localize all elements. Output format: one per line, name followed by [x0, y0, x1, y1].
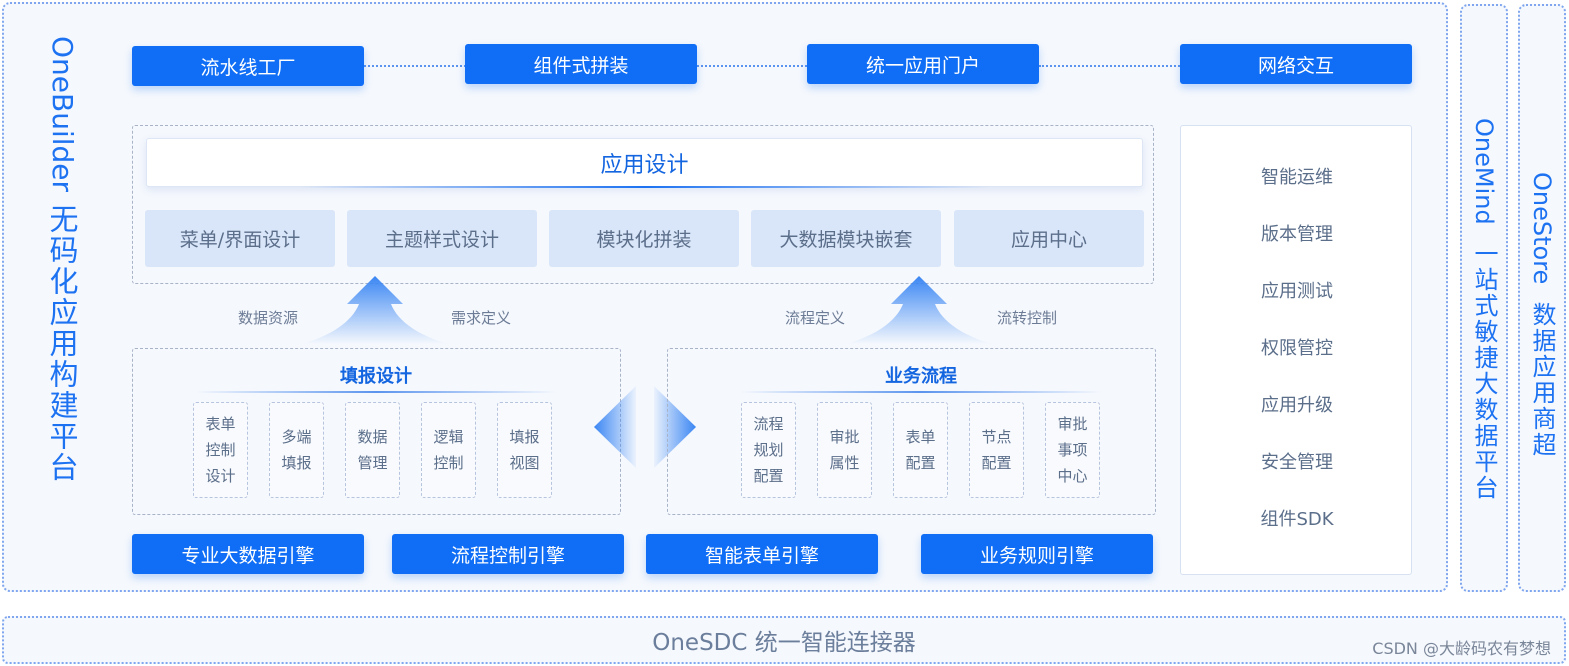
fill-design-underline: [196, 391, 556, 393]
module-app-center: 应用中心: [954, 210, 1144, 267]
onestore-panel: [1518, 4, 1566, 592]
onebuilder-title: OneBuilder 无码化应用构建平台: [40, 36, 84, 483]
top-connector-1: [364, 65, 466, 67]
side-item-permissions: 权限管控: [1261, 338, 1333, 359]
top-button-pipeline[interactable]: 流水线工厂: [132, 46, 364, 86]
flow-card-approval-center: 审批 事项 中心: [1045, 402, 1100, 498]
fill-card-logic-control: 逻辑 控制: [421, 402, 476, 498]
onemind-title: OneMind 一站式敏捷大数据平台: [1464, 118, 1504, 501]
engine-business-rules[interactable]: 业务规则引擎: [921, 534, 1153, 574]
engine-bigdata[interactable]: 专业大数据引擎: [132, 534, 364, 574]
side-item-security: 安全管理: [1261, 452, 1333, 473]
side-item-sdk: 组件SDK: [1260, 509, 1334, 530]
top-button-component[interactable]: 组件式拼装: [465, 44, 697, 84]
flow-card-approval-attr: 审批 属性: [817, 402, 872, 498]
csdn-watermark: CSDN @大龄码农有梦想: [1372, 639, 1551, 658]
side-item-upgrade: 应用升级: [1261, 395, 1333, 416]
app-design-underline: [300, 186, 990, 188]
side-feature-list: 智能运维 版本管理 应用测试 权限管控 应用升级 安全管理 组件SDK: [1180, 125, 1412, 575]
fill-design-title: 填报设计: [340, 366, 412, 387]
fill-card-view: 填报 视图: [497, 402, 552, 498]
side-item-version: 版本管理: [1261, 224, 1333, 245]
up-arrow-left: [302, 276, 448, 344]
module-theme: 主题样式设计: [347, 210, 537, 267]
onestore-latin: OneStore: [1528, 172, 1556, 285]
up-arrow-right: [846, 276, 992, 344]
onemind-cjk: 一站式敏捷大数据平台: [1470, 240, 1498, 501]
onebuilder-cjk: 无码化应用构建平台: [45, 204, 79, 484]
label-requirements: 需求定义: [451, 309, 512, 327]
top-connector-3: [1039, 65, 1180, 67]
top-button-network[interactable]: 网络交互: [1180, 44, 1412, 84]
module-menu-ui: 菜单/界面设计: [145, 210, 335, 267]
engine-flow-control[interactable]: 流程控制引擎: [392, 534, 624, 574]
side-item-testing: 应用测试: [1261, 281, 1333, 302]
onemind-panel: [1460, 4, 1508, 592]
flow-card-form-config: 表单 配置: [893, 402, 948, 498]
top-connector-2: [697, 65, 807, 67]
onesdc-connector-bar: OneSDC 统一智能连接器: [2, 616, 1566, 664]
side-item-ops: 智能运维: [1261, 167, 1333, 188]
label-flow-definition: 流程定义: [785, 309, 846, 327]
business-flow-title: 业务流程: [885, 366, 957, 387]
fill-card-data-management: 数据 管理: [345, 402, 400, 498]
label-flow-control: 流转控制: [997, 309, 1058, 327]
bidirectional-arrow: [594, 386, 696, 468]
flow-card-planning: 流程 规划 配置: [741, 402, 796, 498]
top-button-portal[interactable]: 统一应用门户: [807, 44, 1039, 84]
flow-card-node-config: 节点 配置: [969, 402, 1024, 498]
engine-smart-form[interactable]: 智能表单引擎: [646, 534, 878, 574]
fill-card-form-control: 表单 控制 设计: [193, 402, 248, 498]
label-data-resources: 数据资源: [238, 309, 299, 327]
module-assembly: 模块化拼装: [549, 210, 739, 267]
onemind-latin: OneMind: [1470, 118, 1498, 225]
module-bigdata-nest: 大数据模块嵌套: [751, 210, 941, 267]
business-flow-underline: [741, 391, 1101, 393]
business-flow-group: [667, 348, 1156, 515]
onestore-cjk: 数据应用商超: [1528, 302, 1556, 459]
app-design-group: [132, 125, 1154, 284]
fill-card-multi-terminal: 多端 填报: [269, 402, 324, 498]
onestore-title: OneStore 数据应用商超: [1522, 172, 1562, 458]
app-design-title: 应用设计: [146, 138, 1143, 187]
onebuilder-latin: OneBuilder: [46, 36, 79, 193]
